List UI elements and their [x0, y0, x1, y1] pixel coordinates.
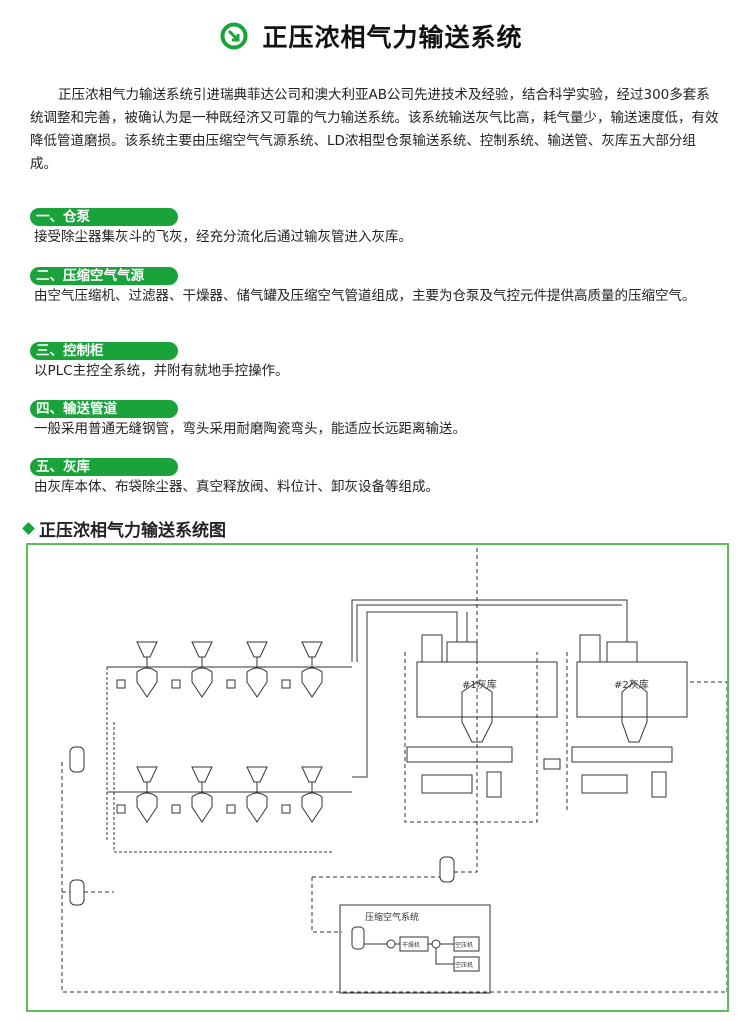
- diagram-frame: 压缩空气系统 干燥机 空压机 空压机 #1灰库 #2灰库: [26, 522, 729, 1012]
- section-text: 一般采用普通无缝钢管，弯头采用耐磨陶瓷弯头，能适应长远距离输送。: [34, 421, 466, 437]
- section-text: 由灰库本体、布袋除尘器、真空释放阀、料位计、卸灰设备等组成。: [34, 479, 439, 495]
- section-text: 由空气压缩机、过滤器、干燥器、储气罐及压缩空气管道组成，主要为仓泵及气控元件提供…: [34, 288, 696, 304]
- dryer-label: 干燥机: [402, 941, 420, 949]
- compressor-2-label: 空压机: [455, 961, 473, 969]
- page-header: 正压浓相气力输送系统: [0, 18, 743, 54]
- pump-unit: [116, 766, 158, 823]
- air-system-label: 压缩空气系统: [365, 911, 419, 923]
- pump-group-top: [116, 641, 323, 823]
- section-text: 接受除尘器集灰斗的飞灰，经充分流化后通过输灰管进入灰库。: [34, 229, 412, 245]
- section-text: 以PLC主控全系统，并附有就地手控操作。: [34, 363, 289, 379]
- silo-1-label: #1灰库: [462, 678, 497, 691]
- section-silo: 五、灰库 由灰库本体、布袋除尘器、真空释放阀、料位计、卸灰设备等组成。: [30, 456, 720, 497]
- diagram-heading: 正压浓相气力输送系统图: [22, 516, 226, 541]
- pump-unit: [281, 766, 323, 823]
- page-title: 正压浓相气力输送系统: [262, 23, 523, 52]
- pump-unit: [116, 641, 158, 698]
- pump-unit: [171, 766, 213, 823]
- green-circle-arrow-icon: [220, 22, 248, 50]
- section-label: 五、灰库: [30, 458, 178, 476]
- silo-1: [404, 612, 558, 823]
- system-diagram: 压缩空气系统 干燥机 空压机 空压机 #1灰库 #2灰库: [61, 522, 728, 994]
- air-tank: [69, 746, 455, 906]
- pump-unit: [226, 766, 268, 823]
- section-air-source: 二、压缩空气气源 由空气压缩机、过滤器、干燥器、储气罐及压缩空气管道组成，主要为…: [30, 265, 720, 306]
- compressor-1-label: 空压机: [455, 941, 473, 949]
- silo-2-label: #2灰库: [614, 678, 649, 691]
- pump-unit: [226, 641, 268, 698]
- intro-paragraph: 正压浓相气力输送系统引进瑞典菲达公司和澳大利亚AB公司先进技术及经验，结合科学实…: [30, 87, 719, 172]
- pump-unit: [281, 641, 323, 698]
- section-control: 三、控制柜 以PLC主控全系统，并附有就地手控操作。: [30, 340, 720, 381]
- section-label: 三、控制柜: [30, 342, 178, 360]
- pump-unit: [171, 641, 213, 698]
- section-pump: 一、仓泵 接受除尘器集灰斗的飞灰，经充分流化后通过输灰管进入灰库。: [30, 206, 720, 247]
- diamond-icon: [22, 522, 35, 535]
- silo-2: [543, 634, 688, 812]
- diagram-title: 正压浓相气力输送系统图: [39, 521, 226, 541]
- section-label: 一、仓泵: [30, 208, 178, 226]
- section-label: 二、压缩空气气源: [30, 267, 178, 285]
- section-label: 四、输送管道: [30, 400, 178, 418]
- section-pipe: 四、输送管道 一般采用普通无缝钢管，弯头采用耐磨陶瓷弯头，能适应长远距离输送。: [30, 398, 720, 439]
